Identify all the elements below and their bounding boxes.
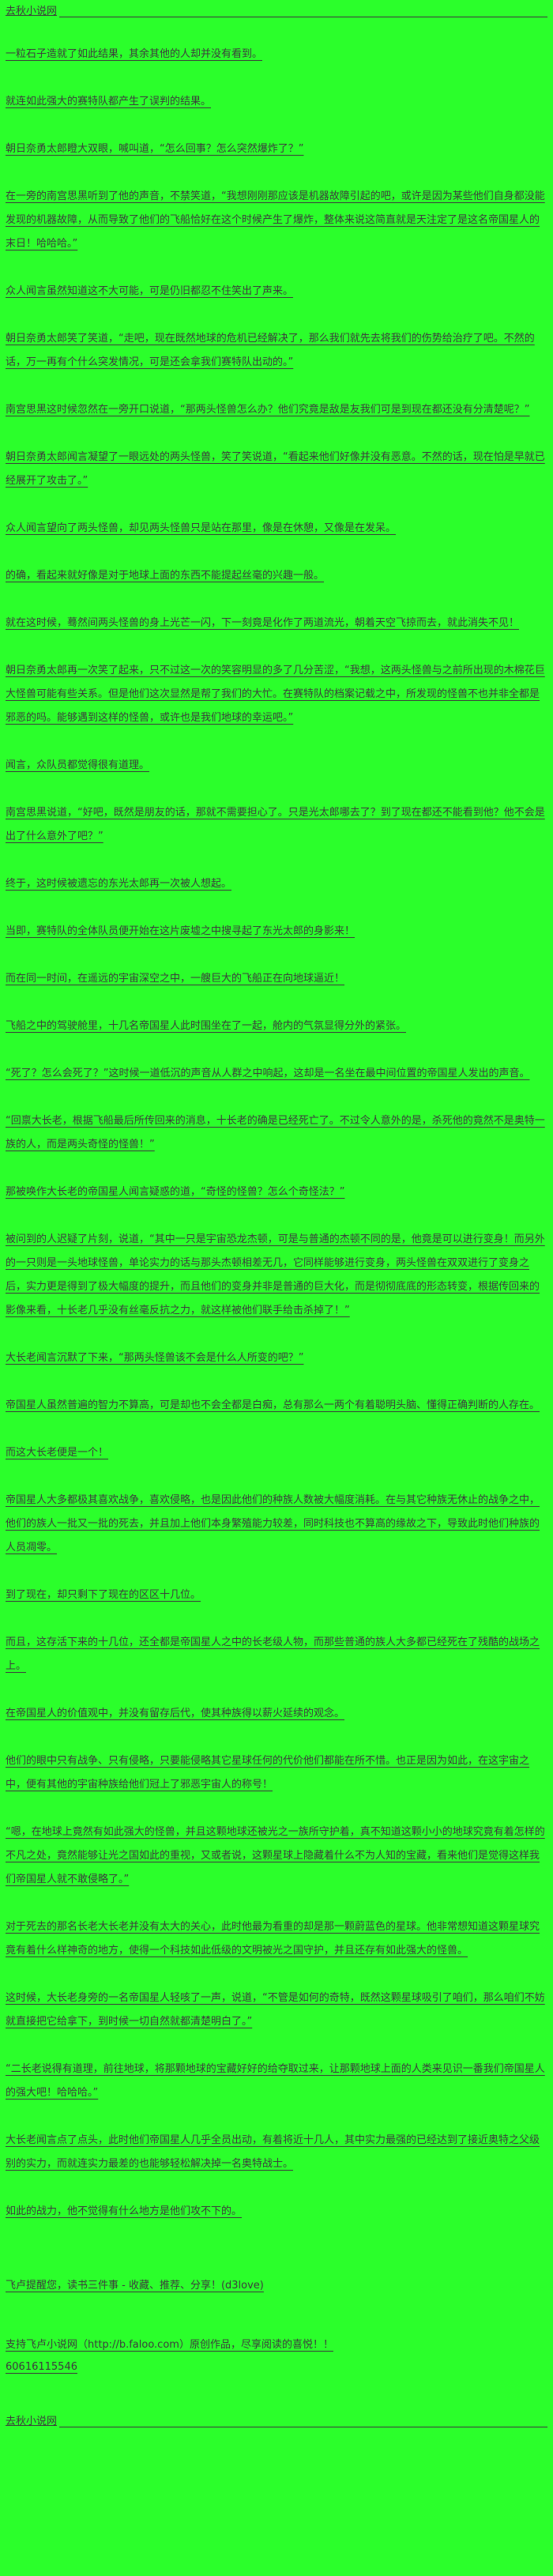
- paragraph: 的确，看起来就好像是对于地球上面的东西不能提起丝毫的兴趣一般。: [6, 570, 325, 582]
- serial-code: 60616115546: [6, 2361, 77, 2373]
- paragraph: 大长老闻言沉默了下来，“那两头怪兽该不会是什么人所变的吧？”: [6, 1352, 304, 1364]
- header-site-link[interactable]: 去秋小说网: [6, 6, 58, 17]
- paragraph: 到了现在，却只剩下了现在的区区十几位。: [6, 1589, 201, 1601]
- paragraph: 闻言，众队员都觉得很有道理。: [6, 759, 150, 771]
- paragraph: 帝国星人大多都极其喜欢战争，喜欢侵略，也是因此他们的种族人数被大幅度消耗。在与其…: [6, 1494, 540, 1554]
- paragraph: 而在同一时间，在遥远的宇宙深空之中，一艘巨大的飞船正在向地球逼近！: [6, 973, 345, 985]
- paragraph: “回禀大长老，根据飞船最后所传回来的消息，十长老的确是已经死亡了。不过令人意外的…: [6, 1115, 545, 1151]
- paragraph: 飞船之中的驾驶舱里，十几名帝国星人此时围坐在了一起，舱内的气氛显得分外的紧张。: [6, 1020, 407, 1032]
- paragraph: 被问到的人迟疑了片刻，说道，“其中一只是宇宙恐龙杰顿，可是与普通的杰顿不同的是，…: [6, 1233, 545, 1316]
- paragraph: 南宫思黑这时候忽然在一旁开口说道，“那两头怪兽怎么办？他们究竟是敌是友我们可是到…: [6, 404, 530, 416]
- paragraph: 终于，这时候被遗忘的东光太郎再一次被人想起。: [6, 878, 232, 890]
- paragraph: 大长老闻言点了点头，此时他们帝国星人几乎全员出动，有着将近十几人，其中实力最强的…: [6, 2134, 540, 2170]
- paragraph: 朝日奈勇太郎瞪大双眼，喊叫道，“怎么回事？怎么突然爆炸了？”: [6, 143, 304, 155]
- paragraph: 这时候，大长老身旁的一名帝国星人轻咳了一声，说道，“不管是如何的奇特，既然这颗星…: [6, 1992, 545, 2028]
- paragraph: 就连如此强大的赛特队都产生了误判的结果。: [6, 96, 212, 107]
- footer-site-link[interactable]: 去秋小说网: [6, 2416, 58, 2427]
- paragraph: 众人闻言虽然知道这不大可能，可是仍旧都忍不住笑出了声来。: [6, 285, 294, 297]
- paragraph: 如此的战力，他不觉得有什么地方是他们攻不下的。: [6, 2205, 243, 2217]
- paragraph: 朝日奈勇太郎闻言凝望了一眼远处的两头怪兽，笑了笑说道，“看起来他们好像并没有恶意…: [6, 451, 545, 487]
- paragraph: 对于死去的那名长老大长老并没有太大的关心，此时他最为看重的却是那一颗蔚蓝色的星球…: [6, 1921, 540, 1956]
- header-rule: [59, 5, 547, 17]
- paragraph: “二长老说得有道理，前往地球，将那颗地球的宝藏好好的给夺取过来，让那颗地球上面的…: [6, 2063, 545, 2099]
- header: 去秋小说网: [6, 5, 547, 19]
- paragraph: 他们的眼中只有战争、只有侵略，只要能侵略其它星球任何的代价他们都能在所不惜。也正…: [6, 1755, 530, 1791]
- novel-page: 去秋小说网 一粒石子造就了如此结果，其余其他的人却并没有看到。就连如此强大的赛特…: [6, 5, 547, 2429]
- paragraph: 那被唤作大长老的帝国星人闻言疑惑的道，“奇怪的怪兽？怎么个奇怪法？”: [6, 1186, 345, 1198]
- footer: 去秋小说网: [6, 2415, 547, 2429]
- footer-rule: [59, 2415, 547, 2427]
- paragraph: 众人闻言望向了两头怪兽，却见两头怪兽只是站在那里，像是在休憩，又像是在发呆。: [6, 522, 397, 534]
- paragraph: 朝日奈勇太郎笑了笑道，“走吧，现在既然地球的危机已经解决了，那么我们就先去将我们…: [6, 333, 535, 368]
- paragraph: 帝国星人虽然普遍的智力不算高，可是却也不会全都是白痴，总有那么一两个有着聪明头脑…: [6, 1399, 540, 1411]
- paragraph: “嗯，在地球上竟然有如此强大的怪兽，并且这颗地球还被光之一族所守护着，真不知道这…: [6, 1826, 545, 1885]
- paragraph: 在一旁的南宫思黑听到了他的声音，不禁笑道，“我想刚刚那应该是机器故障引起的吧，或…: [6, 190, 545, 250]
- paragraph: 一粒石子造就了如此结果，其余其他的人却并没有看到。: [6, 48, 263, 60]
- support-block: 支持飞卢小说网（http://b.faloo.com）原创作品，尽享阅读的喜悦！…: [6, 2334, 547, 2378]
- paragraph: 在帝国星人的价值观中，并没有留存后代，使其种族得以薪火延续的观念。: [6, 1708, 345, 1719]
- paragraph: 南宫思黑说道，“好吧，既然是朋友的话，那就不需要担心了。只是光太郎哪去了？到了现…: [6, 807, 545, 842]
- paragraph: 当即，赛特队的全体队员便开始在这片废墟之中搜寻起了东光太郎的身影来！: [6, 925, 356, 937]
- paragraph: “死了？怎么会死了？”这时候一道低沉的声音从人群之中响起，这却是一名坐在最中间位…: [6, 1068, 530, 1079]
- faloo-reminder: 飞卢提醒您，读书三件事 - 收藏、推荐、分享！(d3love): [6, 2280, 264, 2292]
- paragraph: 而这大长老便是一个！: [6, 1447, 109, 1459]
- paragraph: 朝日奈勇太郎再一次笑了起来，只不过这一次的笑容明显的多了几分苦涩，“我想，这两头…: [6, 665, 545, 724]
- faloo-support-link[interactable]: 支持飞卢小说网（http://b.faloo.com）原创作品，尽享阅读的喜悦！…: [6, 2339, 333, 2351]
- chapter-content: 一粒石子造就了如此结果，其余其他的人却并没有看到。就连如此强大的赛特队都产生了误…: [6, 43, 547, 2224]
- paragraph: 而且，这存活下来的十几位，还全都是帝国星人之中的长老级人物，而那些普通的族人大多…: [6, 1636, 540, 1672]
- paragraph: 就在这时候，蓦然间两头怪兽的身上光芒一闪，下一刻竟是化作了两道流光，朝着天空飞掠…: [6, 617, 520, 629]
